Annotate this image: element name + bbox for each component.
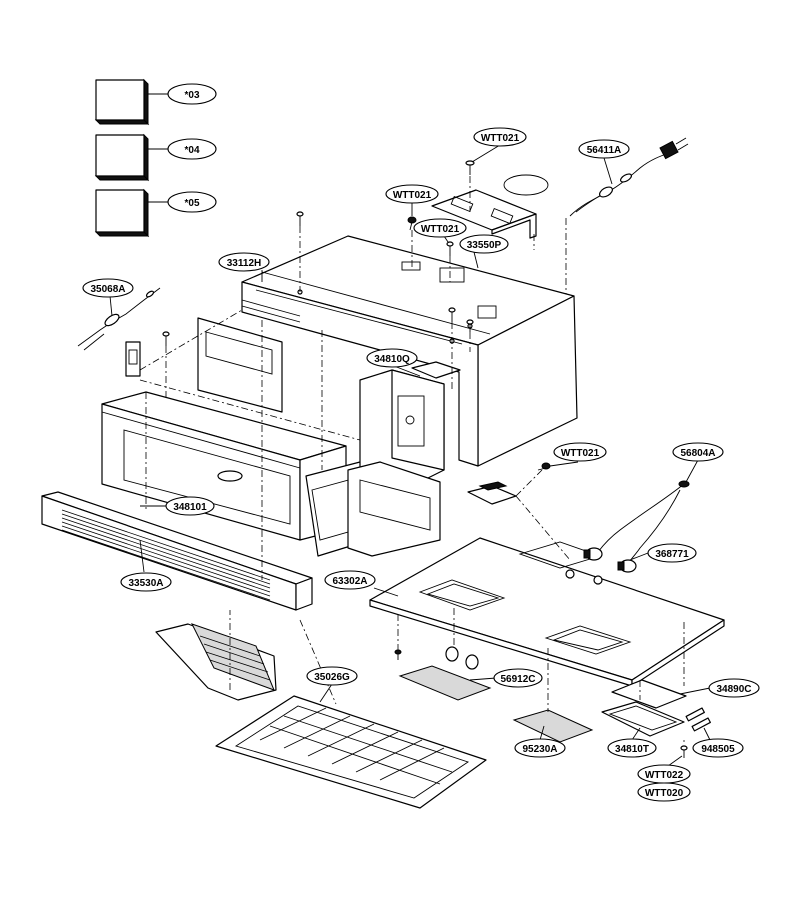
label-348101-text: 348101 bbox=[173, 502, 207, 513]
thermal-fuse-35068a bbox=[77, 287, 161, 351]
option-label-05: *05 bbox=[167, 191, 217, 213]
label-wtt022: WTT022 bbox=[637, 764, 691, 784]
base-plate-63302a bbox=[369, 537, 725, 687]
assembly-lines bbox=[139, 176, 685, 742]
label-95230a: 95230A bbox=[514, 738, 566, 758]
label-34810t-text: 34810T bbox=[615, 744, 649, 755]
rack-35026g bbox=[215, 695, 487, 809]
label-wtt021-right: WTT021 bbox=[553, 442, 607, 462]
label-wtt021-left-text: WTT021 bbox=[393, 190, 432, 201]
screw-wtt021-mid bbox=[446, 241, 454, 256]
option-label-03: *03 bbox=[167, 83, 217, 105]
label-56912c: 56912C bbox=[493, 668, 543, 688]
control-bracket-34810q bbox=[347, 361, 461, 557]
label-wtt021-top-text: WTT021 bbox=[481, 133, 520, 144]
label-56912c-text: 56912C bbox=[500, 674, 535, 685]
label-948505-text: 948505 bbox=[701, 744, 735, 755]
label-56411a: 56411A bbox=[578, 139, 630, 159]
vent-panel bbox=[155, 623, 277, 701]
option-label-05-text: *05 bbox=[184, 198, 199, 209]
label-33530a: 33530A bbox=[120, 572, 172, 592]
filter-95230a bbox=[512, 709, 594, 743]
connector-bracket bbox=[467, 481, 517, 505]
label-63302a: 63302A bbox=[324, 570, 376, 590]
label-wtt021-mid-text: WTT021 bbox=[421, 224, 460, 235]
filter-56912c bbox=[398, 646, 492, 701]
outer-case-33112h bbox=[241, 235, 578, 467]
label-34810t: 34810T bbox=[607, 738, 657, 758]
label-948505: 948505 bbox=[692, 738, 744, 758]
screw-left-top bbox=[296, 211, 304, 226]
label-34890c-text: 34890C bbox=[716, 684, 751, 695]
label-wtt021-mid: WTT021 bbox=[413, 218, 467, 238]
label-35068a-text: 35068A bbox=[90, 284, 125, 295]
screw-top bbox=[465, 160, 475, 175]
label-35026g-text: 35026G bbox=[314, 672, 350, 683]
option-box-04 bbox=[94, 133, 168, 182]
label-56804a: 56804A bbox=[672, 442, 724, 462]
label-35068a: 35068A bbox=[82, 278, 134, 298]
label-33530a-text: 33530A bbox=[128, 578, 163, 589]
option-label-04: *04 bbox=[167, 138, 217, 160]
spacers-948505 bbox=[685, 707, 711, 732]
label-33550p: 33550P bbox=[459, 234, 509, 254]
option-box-05 bbox=[94, 188, 168, 238]
option-label-03-text: *03 bbox=[184, 90, 199, 101]
fuse-holder bbox=[125, 341, 141, 377]
screw-bottom-left bbox=[394, 649, 402, 660]
label-63302a-text: 63302A bbox=[332, 576, 367, 587]
front-grille-33530a bbox=[41, 491, 313, 611]
option-label-04-text: *04 bbox=[184, 145, 199, 156]
option-box-03 bbox=[94, 78, 168, 126]
label-wtt021-right-text: WTT021 bbox=[561, 448, 600, 459]
screw-wtt022 bbox=[680, 745, 688, 758]
label-34810q-text: 34810Q bbox=[374, 354, 410, 365]
label-wtt021-left: WTT021 bbox=[385, 184, 439, 204]
screw-case-right bbox=[448, 307, 474, 332]
label-33550p-text: 33550P bbox=[467, 240, 502, 251]
label-35026g: 35026G bbox=[306, 666, 358, 686]
screw-mid-left bbox=[162, 331, 170, 346]
label-348101: 348101 bbox=[165, 496, 215, 516]
label-368771-text: 368771 bbox=[655, 549, 689, 560]
label-368771: 368771 bbox=[647, 543, 697, 563]
power-cord-56411a bbox=[569, 137, 689, 217]
label-56804a-text: 56804A bbox=[680, 448, 715, 459]
label-95230a-text: 95230A bbox=[522, 744, 557, 755]
wire-harness-56804a bbox=[583, 480, 690, 573]
label-56411a-text: 56411A bbox=[587, 145, 621, 156]
label-wtt022-text: WTT022 bbox=[645, 770, 684, 781]
label-33112h-text: 33112H bbox=[227, 258, 261, 269]
label-wtt021-top: WTT021 bbox=[473, 127, 527, 147]
label-wtt020-text: WTT020 bbox=[645, 788, 684, 799]
label-34810q: 34810Q bbox=[366, 348, 418, 368]
label-wtt020: WTT020 bbox=[637, 782, 691, 802]
screw-wtt021-left bbox=[407, 216, 417, 231]
cover-34890c bbox=[601, 679, 687, 737]
label-33112h: 33112H bbox=[218, 252, 270, 272]
screw-wtt021-right bbox=[537, 462, 551, 471]
label-34890c: 34890C bbox=[708, 678, 760, 698]
cover-plate bbox=[431, 174, 549, 239]
